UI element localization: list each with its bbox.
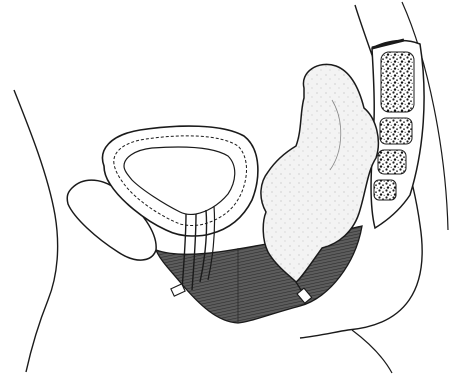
thigh-line bbox=[352, 330, 392, 373]
vertebra-4 bbox=[374, 180, 396, 200]
urethral-opening bbox=[171, 284, 185, 296]
vertebra-1 bbox=[381, 52, 414, 112]
body-outline-left bbox=[14, 90, 58, 372]
vertebra-2 bbox=[380, 118, 412, 144]
rectum bbox=[261, 64, 378, 282]
vertebra-3 bbox=[378, 150, 406, 174]
